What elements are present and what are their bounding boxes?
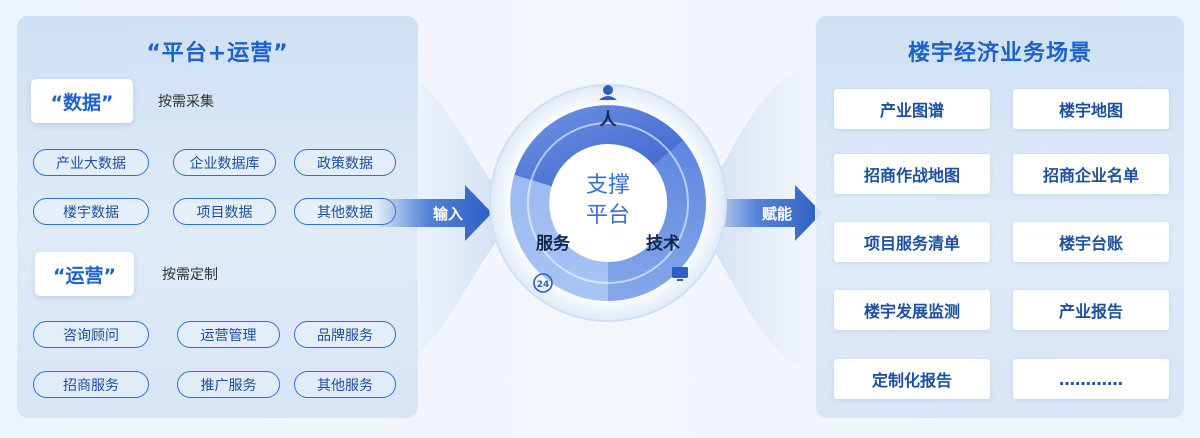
data-item: 项目数据 xyxy=(173,198,276,225)
segment-people xyxy=(514,105,684,187)
monitor-icon xyxy=(672,267,688,281)
ops-section-label: “运营” xyxy=(35,252,134,296)
output-arrow xyxy=(705,185,822,241)
segment-technology xyxy=(608,140,707,301)
segment-label-service: 服务 xyxy=(536,233,571,254)
panel-title: “平台+运营” xyxy=(146,41,289,66)
ops-item: 品牌服务 xyxy=(294,321,396,348)
ops-item: 咨询顾问 xyxy=(33,321,149,348)
scenario-card: 楼宇地图 xyxy=(1013,89,1169,129)
ops-item: 招商服务 xyxy=(33,371,149,398)
scenario-card: 产业图谱 xyxy=(834,89,990,129)
data-section-note: 按需采集 xyxy=(158,94,214,110)
scenario-card: 招商企业名单 xyxy=(1013,154,1169,194)
scenario-card: ………… xyxy=(1013,359,1169,399)
data-item: 产业大数据 xyxy=(33,149,149,176)
segment-label-people: 人 xyxy=(600,110,618,130)
scenario-card: 楼宇发展监测 xyxy=(834,290,990,330)
output-arrow-label: 赋能 xyxy=(762,205,793,223)
building-economy-scenarios-panel: 楼宇经济业务场景 产业图谱 楼宇地图 招商作战地图 招商企业名单 项目服务清单 … xyxy=(815,15,1185,419)
scenario-card: 招商作战地图 xyxy=(834,154,990,194)
data-item: 企业数据库 xyxy=(173,149,276,176)
ops-section-note: 按需定制 xyxy=(162,267,218,283)
person-icon xyxy=(599,85,617,100)
support-platform-hub: 支撑 平台 人 技术 服务 24 xyxy=(489,84,727,322)
ops-item: 运营管理 xyxy=(177,321,280,348)
data-item: 楼宇数据 xyxy=(33,198,149,225)
scenario-card: 定制化报告 xyxy=(834,359,990,399)
segment-label-technology: 技术 xyxy=(646,233,680,254)
ops-item: 其他服务 xyxy=(294,371,396,398)
data-item: 政策数据 xyxy=(294,149,396,176)
data-section-label: “数据” xyxy=(31,79,133,123)
segment-service xyxy=(510,175,608,301)
scenario-card: 产业报告 xyxy=(1013,290,1169,330)
hub-center-text: 平台 xyxy=(586,203,630,228)
ops-item: 推广服务 xyxy=(177,371,280,398)
platform-operations-panel: “平台+运营” “数据” 按需采集 产业大数据 企业数据库 政策数据 楼宇数据 … xyxy=(16,15,419,419)
scenario-card: 楼宇台账 xyxy=(1013,222,1169,262)
input-arrow-label: 输入 xyxy=(433,205,464,223)
hub-center-disc xyxy=(550,145,666,261)
svg-text:24: 24 xyxy=(537,280,550,290)
input-arrow xyxy=(375,185,492,241)
clock-24-icon: 24 xyxy=(533,273,553,293)
hub-center-text: 支撑 xyxy=(586,173,630,198)
panel-title: 楼宇经济业务场景 xyxy=(907,41,1092,66)
scenario-card: 项目服务清单 xyxy=(834,222,990,262)
